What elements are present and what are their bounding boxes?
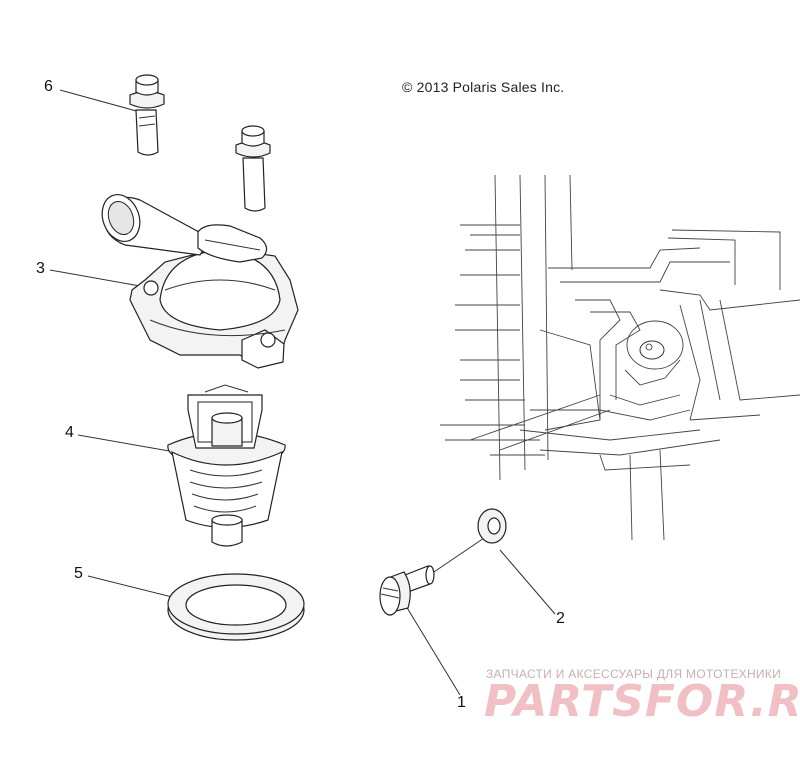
watermark-subtitle: ЗАПЧАСТИ И АКСЕССУАРЫ ДЛЯ МОТОТЕХНИКИ [486, 667, 782, 681]
bolt-second-illustration [235, 125, 271, 212]
callout-6: 6 [44, 78, 53, 95]
callout-5: 5 [74, 565, 83, 582]
thermostat-illustration [167, 384, 286, 547]
leader-lines [49, 89, 556, 696]
callout-4: 4 [65, 424, 74, 441]
copyright-text: © 2013 Polaris Sales Inc. [402, 79, 565, 95]
engine-block-illustration [440, 174, 800, 541]
bleed-screw-illustration [379, 565, 435, 616]
callout-3: 3 [36, 260, 45, 277]
seal-ring-illustration [167, 573, 305, 641]
washer-illustration [477, 508, 507, 544]
bolt-6-illustration [129, 74, 165, 156]
callout-2: 2 [556, 610, 565, 627]
watermark-logo: PARTSFOR.RU [484, 676, 800, 727]
callout-1: 1 [457, 694, 466, 711]
thermostat-housing-illustration [101, 194, 299, 369]
